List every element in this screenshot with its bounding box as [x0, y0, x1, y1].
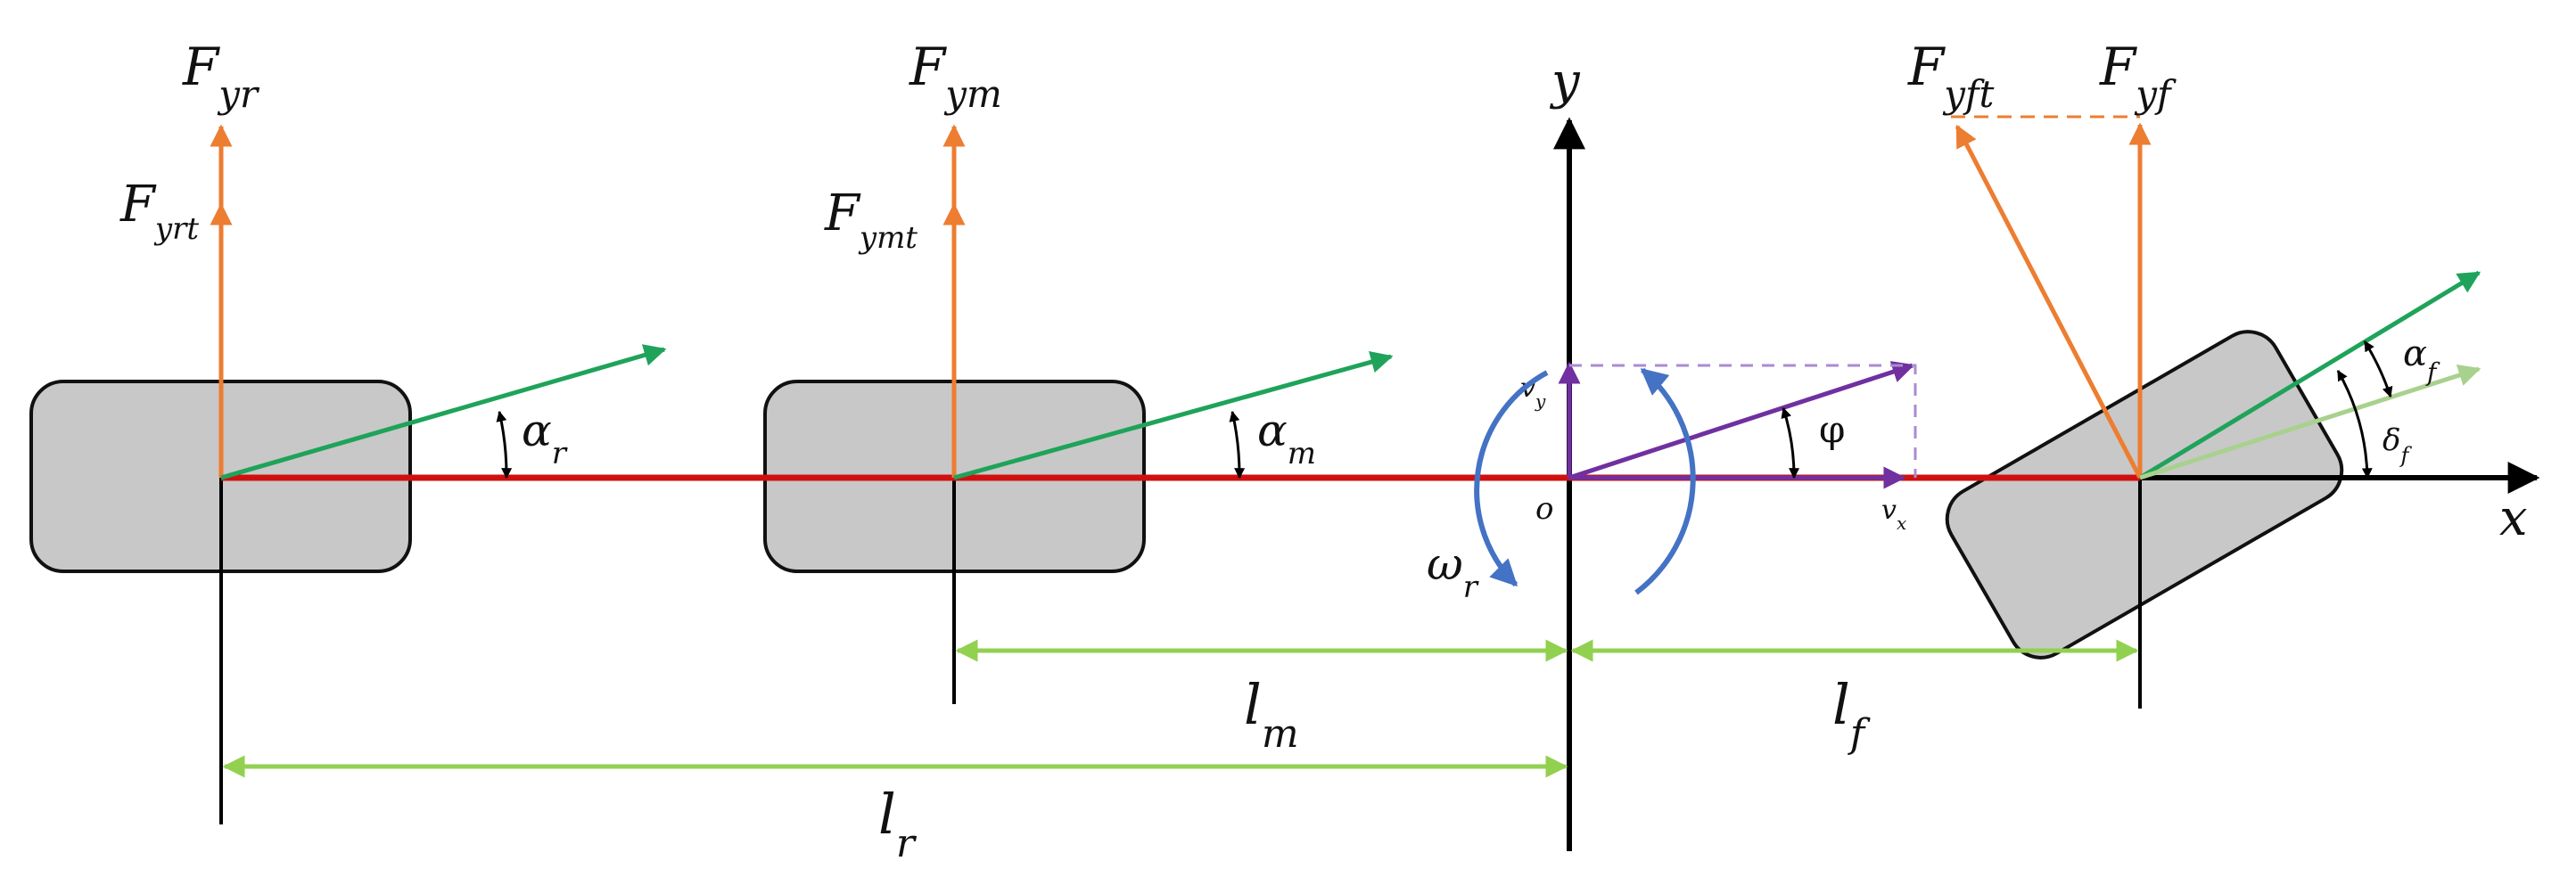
label-delta-f: δf — [2383, 422, 2412, 468]
velocity-resultant-arrow — [1568, 361, 1915, 480]
y-axis-label: y — [1549, 53, 1581, 111]
label-fyf: Fyf — [2099, 37, 2177, 116]
label-phi: φ — [1819, 407, 1845, 451]
front-wheel — [1945, 330, 2344, 660]
label-alpha-f: αf — [2403, 333, 2440, 387]
velocity-guide-dashed — [1569, 364, 1917, 478]
label-alpha-r: αr — [522, 405, 568, 471]
angle-arc-alpha-r — [496, 410, 513, 480]
label-alpha-m: αm — [1257, 405, 1316, 471]
yaw-arc-left — [1474, 370, 1549, 587]
label-fyft: Fyft — [1907, 37, 1995, 116]
label-vx: vx — [1881, 495, 1906, 534]
angle-arc-alpha-f — [2363, 340, 2393, 398]
label-omega-r: ωr — [1427, 538, 1479, 605]
rear-velocity-direction — [220, 344, 667, 480]
label-lr: lr — [878, 782, 918, 866]
origin-label: o — [1535, 491, 1553, 527]
x-axis-label: x — [2499, 489, 2528, 547]
front-velocity-direction — [2138, 270, 2481, 480]
label-lf: lf — [1832, 672, 1871, 757]
middle-velocity-direction — [953, 350, 1394, 480]
label-fyrt: Fyrt — [119, 176, 199, 247]
angle-arc-phi — [1781, 406, 1800, 480]
front-steer-direction — [2139, 364, 2481, 480]
angle-arc-delta-f — [2336, 369, 2373, 480]
label-fyr: Fyr — [182, 37, 260, 116]
label-fymt: Fymt — [824, 184, 918, 256]
label-lm: lm — [1244, 672, 1299, 757]
angle-arc-alpha-m — [1229, 410, 1246, 480]
yaw-arc-right — [1634, 367, 1696, 595]
force-arrow-fyft — [1955, 124, 2143, 480]
label-fym: Fym — [909, 37, 1002, 116]
